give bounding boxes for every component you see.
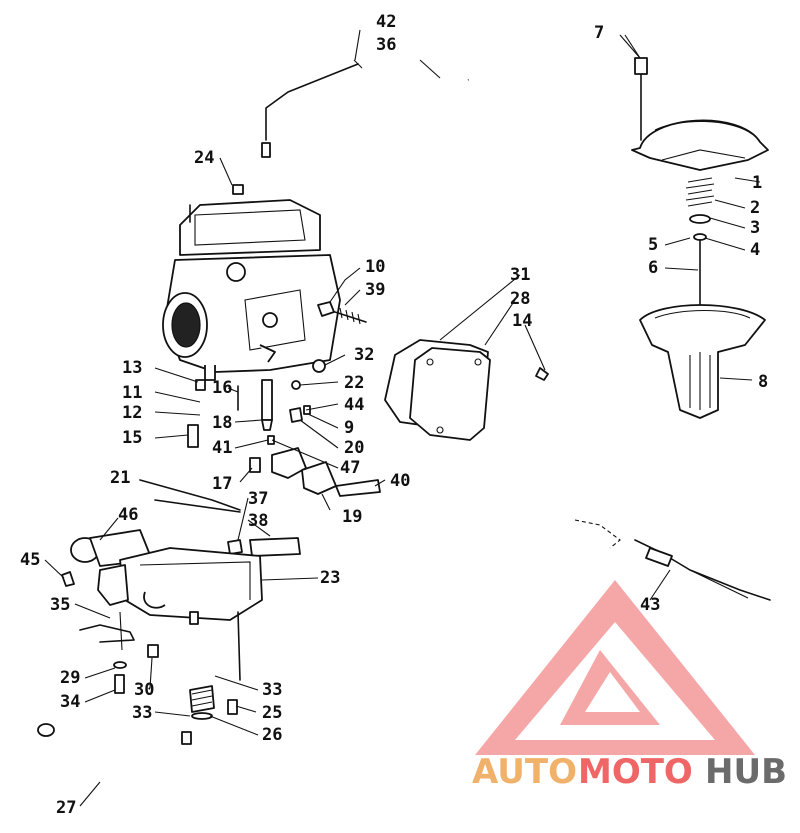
- callout-15: 15: [122, 428, 142, 448]
- callout-9: 9: [344, 418, 354, 438]
- callout-32: 32: [354, 345, 374, 365]
- callout-12: 12: [122, 403, 142, 423]
- callout-27: 27: [56, 798, 76, 818]
- callout-35: 35: [50, 595, 70, 615]
- callout-21: 21: [110, 468, 130, 488]
- watermark-auto: AUTO: [472, 752, 577, 792]
- throttle-cable-43: [574, 519, 771, 601]
- callout-41: 41: [212, 438, 232, 458]
- callout-11: 11: [122, 383, 142, 403]
- callout-43: 43: [640, 595, 660, 615]
- watermark-logo: [475, 580, 755, 755]
- callout-34: 34: [60, 692, 80, 712]
- callout-36: 36: [376, 35, 396, 55]
- callout-39: 39: [365, 280, 385, 300]
- callout-46: 46: [118, 505, 138, 525]
- callout-16: 16: [212, 378, 232, 398]
- callout-28: 28: [510, 289, 530, 309]
- callout-18: 18: [212, 413, 232, 433]
- float-bowl-assembly: [61, 479, 301, 720]
- small-parts-middle: [187, 359, 549, 497]
- slide-assembly-right: [631, 57, 769, 419]
- watermark-text: AUTO MOTO HUB: [472, 752, 787, 792]
- callout-7: 7: [594, 23, 604, 43]
- callout-17: 17: [212, 474, 232, 494]
- callout-2: 2: [750, 198, 760, 218]
- fuel-hose-27: [37, 723, 192, 781]
- leader-lines: [44, 29, 761, 807]
- callout-8: 8: [758, 372, 768, 392]
- watermark-hub: HUB: [705, 752, 787, 792]
- callout-20: 20: [344, 438, 364, 458]
- callout-44: 44: [344, 395, 364, 415]
- callout-5: 5: [648, 235, 658, 255]
- callout-6: 6: [648, 258, 658, 278]
- carburetor-body: [162, 184, 341, 381]
- callout-22: 22: [344, 373, 364, 393]
- callout-13: 13: [122, 358, 142, 378]
- fuel-hose-36: [315, 77, 469, 251]
- callout-25: 25: [262, 703, 282, 723]
- watermark-moto: MOTO: [578, 752, 693, 792]
- callout-33b: 33: [132, 703, 152, 723]
- float-bowl-cover-28: [384, 339, 491, 441]
- callout-30: 30: [134, 680, 154, 700]
- callout-23: 23: [320, 568, 340, 588]
- callout-40: 40: [390, 471, 410, 491]
- callout-1: 1: [752, 173, 762, 193]
- callout-4: 4: [750, 240, 760, 260]
- callout-37: 37: [248, 489, 268, 509]
- callout-45: 45: [20, 550, 40, 570]
- callout-29: 29: [60, 668, 80, 688]
- callout-3: 3: [750, 218, 760, 238]
- callout-14: 14: [512, 311, 532, 331]
- callout-19: 19: [342, 507, 362, 527]
- callout-10: 10: [365, 257, 385, 277]
- callout-33: 33: [262, 680, 282, 700]
- callout-31: 31: [510, 265, 530, 285]
- callout-38: 38: [248, 511, 268, 531]
- callout-labels: 1 2 3 4 5 6 7 8 9 10 11 12 13 14 15 16 1…: [20, 12, 768, 818]
- callout-24: 24: [194, 148, 214, 168]
- callout-42: 42: [376, 12, 396, 32]
- callout-47: 47: [340, 458, 360, 478]
- callout-26: 26: [262, 725, 282, 745]
- screw-39: [317, 301, 367, 325]
- throttle-cable-42: [261, 59, 363, 158]
